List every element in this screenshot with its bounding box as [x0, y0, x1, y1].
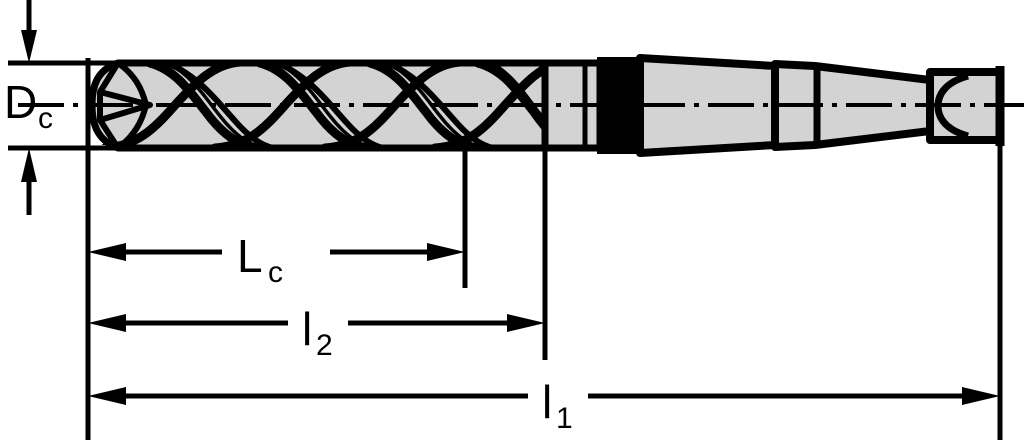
lc-dimension-label: L c: [237, 230, 283, 289]
l1-dimension-group: l 1: [88, 376, 1000, 435]
lc-label-main: L: [237, 230, 263, 282]
lc-left-arrowhead: [88, 243, 126, 261]
extension-lines-group: [85, 58, 1003, 440]
dc-label-main: D: [4, 76, 37, 128]
l1-label-subscript: 1: [556, 402, 573, 435]
lc-label-subscript: c: [268, 256, 283, 289]
flute-land-line: [490, 66, 542, 116]
l2-dimension-group: l 2: [88, 303, 545, 362]
dc-dimension-label: D c: [4, 76, 53, 135]
lc-dimension-group: L c: [88, 230, 465, 289]
l2-label-subscript: 2: [316, 329, 333, 362]
l2-left-arrowhead: [88, 314, 126, 332]
lc-right-arrowhead: [427, 243, 465, 261]
l1-right-arrowhead: [962, 387, 1000, 405]
l2-dimension-label: l 2: [302, 303, 333, 362]
flute-lobe-arc: [278, 66, 391, 145]
flute-lobe-arc: [388, 66, 501, 145]
l1-label-main: l: [542, 376, 552, 428]
l1-left-arrowhead: [88, 387, 126, 405]
l2-label-main: l: [302, 303, 312, 355]
dc-dimension-group: D c: [4, 0, 53, 215]
l1-dimension-label: l 1: [542, 376, 573, 435]
l2-right-arrowhead: [507, 314, 545, 332]
dc-label-subscript: c: [38, 102, 53, 135]
flute-helix-group: [100, 66, 545, 145]
flute-lobe-arc: [168, 66, 281, 145]
flute-edge: [473, 66, 545, 145]
dc-upper-arrowhead: [21, 30, 37, 63]
dc-lower-arrowhead: [21, 148, 37, 182]
flute-edge: [210, 66, 355, 145]
